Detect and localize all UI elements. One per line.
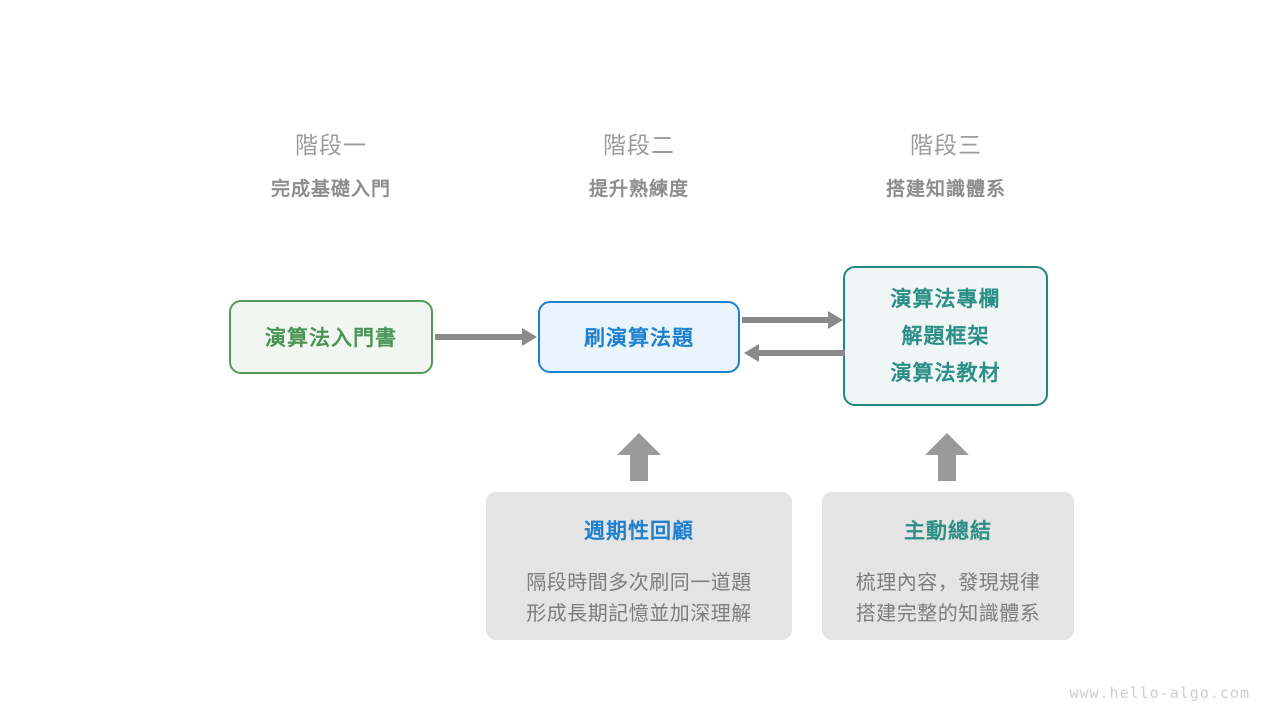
arrow-book-to-practice-icon [435,328,537,346]
arrow-review-up-icon [617,433,661,481]
node-intro-book-label: 演算法入門書 [265,327,397,350]
node-practice-problems-label: 刷演算法題 [584,327,694,350]
card-periodic-review-body-line-1: 隔段時間多次刷同一道題 [526,572,752,594]
stage-subtitle-3: 搭建知識體系 [885,179,1006,200]
node-resources-line-1: 演算法專欄 [890,287,1001,311]
stage-title-2: 階段二 [603,132,675,158]
stage-title-3: 階段三 [910,132,982,158]
node-learning-resources[interactable]: 演算法專欄 解題框架 演算法教材 [843,266,1048,406]
stage-title-1: 階段一 [295,132,367,158]
card-active-summary-body-line-2: 搭建完整的知識體系 [855,603,1041,625]
node-resources-line-2: 解題框架 [901,324,990,348]
arrow-practice-to-resources-icon [742,311,843,329]
card-active-summary-body-line-1: 梳理內容，發現規律 [855,572,1041,594]
node-intro-book[interactable]: 演算法入門書 [229,300,433,374]
arrow-summary-up-icon [925,433,969,481]
stage-subtitle-1: 完成基礎入門 [270,179,391,200]
card-periodic-review-body-line-2: 形成長期記憶並加深理解 [526,603,752,625]
arrow-resources-to-practice-icon [744,344,845,362]
node-practice-problems[interactable]: 刷演算法題 [538,301,740,373]
card-active-summary-title: 主動總結 [904,520,992,543]
stage-header-1: 階段一 完成基礎入門 [201,130,461,204]
watermark: www.hello-algo.com [1069,684,1250,702]
card-active-summary-body: 梳理內容，發現規律 搭建完整的知識體系 [822,568,1074,630]
card-active-summary[interactable]: 主動總結 梳理內容，發現規律 搭建完整的知識體系 [822,492,1074,640]
card-periodic-review[interactable]: 週期性回顧 隔段時間多次刷同一道題 形成長期記憶並加深理解 [486,492,792,640]
stage-header-3: 階段三 搭建知識體系 [816,130,1076,204]
stage-subtitle-2: 提升熟練度 [588,179,689,200]
card-periodic-review-title: 週期性回顧 [584,520,694,543]
node-resources-line-3: 演算法教材 [890,361,1001,385]
card-periodic-review-body: 隔段時間多次刷同一道題 形成長期記憶並加深理解 [486,568,792,630]
stage-header-2: 階段二 提升熟練度 [509,130,769,204]
